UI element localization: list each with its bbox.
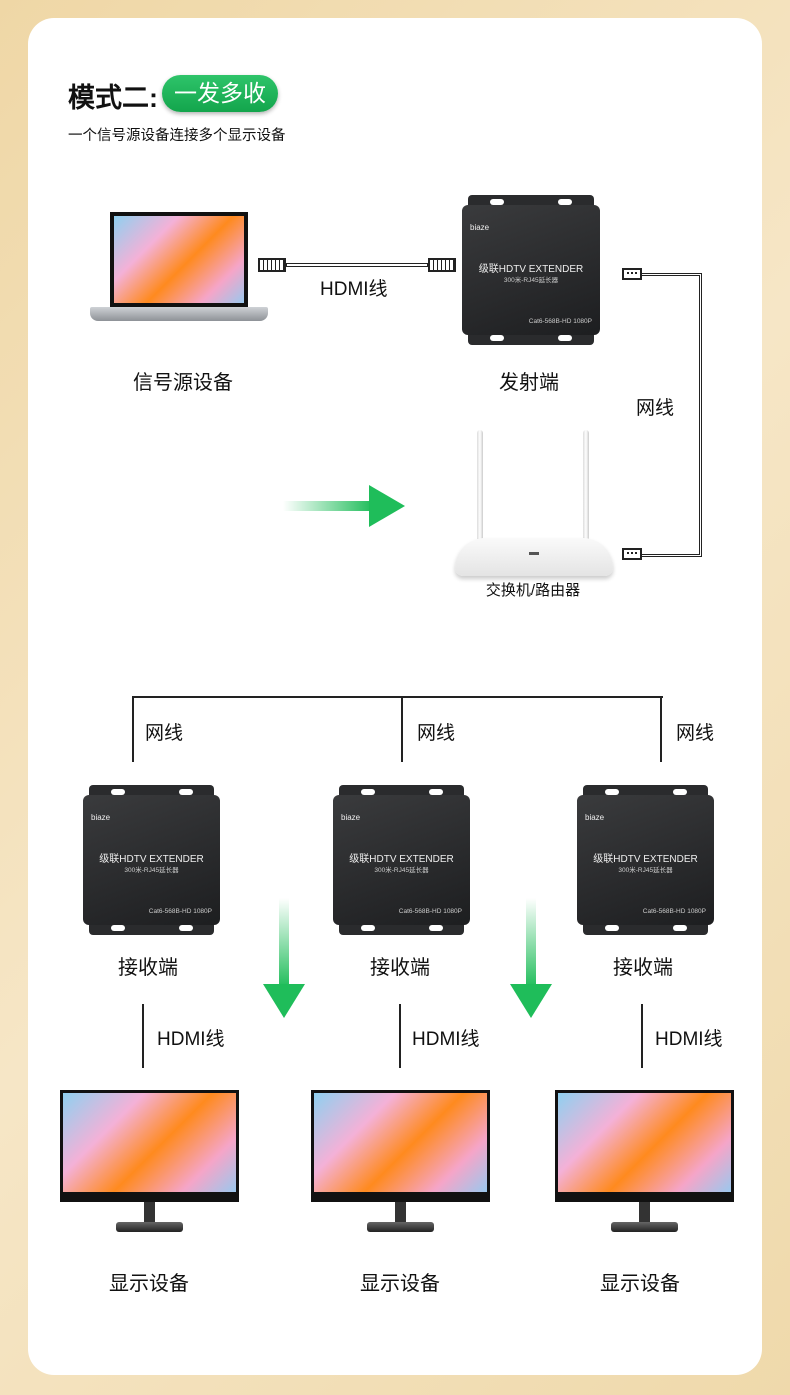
network-label-3: 网线: [676, 723, 715, 744]
monitor-image-1: [60, 1090, 239, 1235]
receiver-label-1: 接收端: [118, 957, 178, 979]
page-title: 模式二:: [68, 83, 158, 113]
monitor-image-2: [311, 1090, 490, 1235]
receiver-label-3: 接收端: [613, 957, 673, 979]
rj45-plug-icon: [622, 548, 642, 560]
source-label: 信号源设备: [133, 372, 233, 394]
network-drop-line: [660, 696, 662, 762]
device-model: 级联HDTV EXTENDER: [593, 854, 698, 865]
device-subtitle: 300米-RJ45延长器: [503, 277, 559, 284]
mode-badge: 一发多收: [162, 75, 278, 112]
network-label-2: 网线: [417, 723, 456, 744]
display-label-1: 显示设备: [109, 1273, 189, 1295]
display-label-2: 显示设备: [360, 1273, 440, 1295]
network-cable: [642, 273, 702, 557]
brand-logo: biaze: [585, 813, 605, 822]
network-cable-label: 网线: [636, 398, 675, 419]
device-model: 级联HDTV EXTENDER: [478, 264, 584, 275]
transmitter-label: 发射端: [499, 372, 559, 394]
display-label-3: 显示设备: [600, 1273, 680, 1295]
hdmi-cable-label: HDMI线: [320, 279, 388, 300]
transmitter-device: biaze 级联HDTV EXTENDER 300米-RJ45延长器 Cat6-…: [462, 195, 600, 345]
network-label-1: 网线: [145, 723, 184, 744]
monitor-image-3: [555, 1090, 734, 1235]
laptop-image: [90, 212, 268, 337]
rj45-plug-icon: [622, 268, 642, 280]
device-subtitle: 300米-RJ45延长器: [618, 867, 673, 874]
hdmi-label-3: HDMI线: [655, 1029, 723, 1050]
device-spec: Cat6-568B-HD 1080P: [642, 908, 706, 915]
device-spec: Cat6-568B-HD 1080P: [528, 318, 592, 325]
device-model: 级联HDTV EXTENDER: [99, 854, 204, 865]
network-drop-line: [401, 696, 403, 762]
receiver-device-2: biaze 级联HDTV EXTENDER 300米-RJ45延长器 Cat6-…: [333, 785, 470, 935]
hdmi-line: [142, 1004, 144, 1068]
arrow-down-icon: [510, 898, 552, 1018]
device-model: 级联HDTV EXTENDER: [349, 854, 454, 865]
network-bus-line: [132, 696, 663, 698]
brand-logo: biaze: [341, 813, 361, 822]
subtitle: 一个信号源设备连接多个显示设备: [68, 128, 286, 144]
receiver-device-1: biaze 级联HDTV EXTENDER 300米-RJ45延长器 Cat6-…: [83, 785, 220, 935]
hdmi-label-1: HDMI线: [157, 1029, 225, 1050]
router-image: [455, 430, 613, 578]
router-label: 交换机/路由器: [485, 582, 581, 599]
device-spec: Cat6-568B-HD 1080P: [398, 908, 462, 915]
hdmi-cable-icon: [258, 258, 456, 272]
receiver-device-3: biaze 级联HDTV EXTENDER 300米-RJ45延长器 Cat6-…: [577, 785, 714, 935]
arrow-down-icon: [263, 898, 305, 1018]
hdmi-line: [399, 1004, 401, 1068]
arrow-right-icon: [283, 485, 405, 527]
receiver-label-2: 接收端: [370, 957, 430, 979]
device-spec: Cat6-568B-HD 1080P: [148, 908, 212, 915]
device-subtitle: 300米-RJ45延长器: [374, 867, 429, 874]
device-subtitle: 300米-RJ45延长器: [124, 867, 179, 874]
hdmi-label-2: HDMI线: [412, 1029, 480, 1050]
hdmi-line: [641, 1004, 643, 1068]
brand-logo: biaze: [91, 813, 111, 822]
brand-logo: biaze: [470, 223, 490, 232]
network-drop-line: [132, 696, 134, 762]
